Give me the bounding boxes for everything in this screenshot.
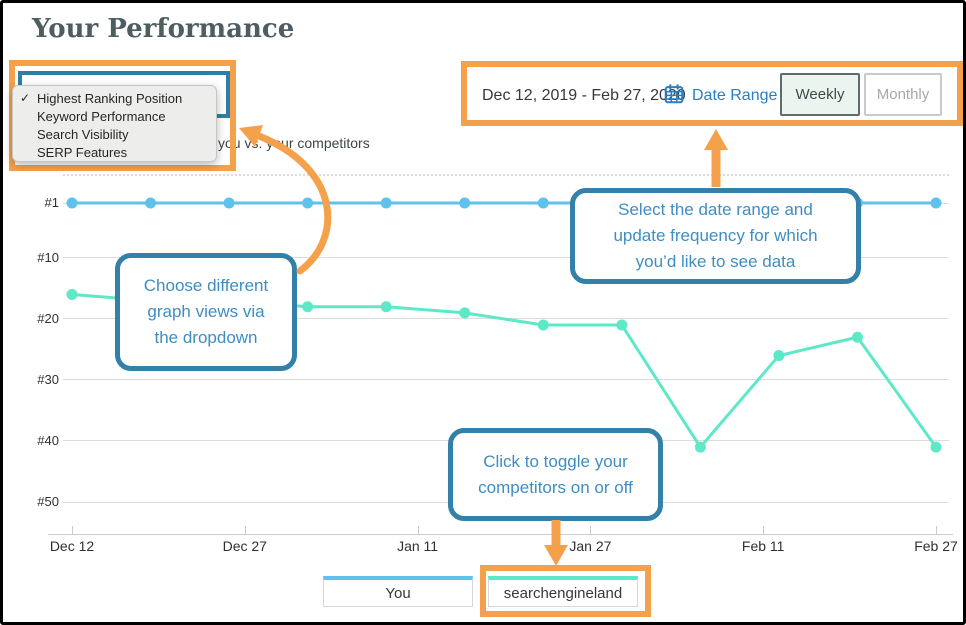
- calendar-icon[interactable]: [663, 83, 685, 105]
- callout-line: the dropdown: [154, 328, 258, 347]
- legend-label: searchengineland: [503, 584, 623, 602]
- legend-item-searchengineland[interactable]: searchengineland: [488, 576, 638, 607]
- date-range-link[interactable]: Date Range: [692, 87, 778, 104]
- menu-item-search-visibility[interactable]: Search Visibility: [13, 125, 216, 143]
- callout-legend-tip: Click to toggle your competitors on or o…: [448, 428, 663, 521]
- graph-view-menu: ✓ Highest Ranking Position Keyword Perfo…: [12, 85, 217, 162]
- chart-subtitle: you vs. your competitors: [218, 135, 370, 151]
- page-title: Your Performance: [32, 14, 295, 44]
- data-point: [694, 441, 706, 453]
- x-axis-label: Jan 11: [397, 538, 439, 554]
- data-point: [459, 307, 471, 319]
- x-axis-tick: [72, 526, 73, 534]
- y-axis-label: #40: [37, 432, 59, 448]
- x-axis-tick: [590, 526, 592, 534]
- menu-item-highest-ranking-position[interactable]: ✓ Highest Ranking Position: [13, 89, 216, 107]
- x-axis-label: Feb 11: [741, 538, 785, 554]
- y-axis-label: #30: [37, 371, 59, 387]
- callout-line: Choose different: [143, 276, 269, 295]
- data-point: [537, 319, 549, 331]
- callout-line: graph views via: [147, 302, 265, 321]
- monthly-button[interactable]: Monthly: [864, 73, 942, 116]
- callout-dropdown-tip: Choose different graph views via the dro…: [115, 253, 297, 371]
- date-range-value: Dec 12, 2019 - Feb 27, 2020: [482, 87, 686, 104]
- x-axis-label: Feb 27: [914, 538, 958, 554]
- legend-highlight-box: [480, 565, 651, 617]
- y-axis-label: #10: [37, 249, 59, 265]
- y-gridline: [63, 257, 949, 259]
- checkmark-icon: ✓: [19, 91, 31, 105]
- legend-label: You: [385, 584, 411, 602]
- menu-item-label: Keyword Performance: [37, 108, 166, 124]
- x-axis-line: [48, 534, 953, 535]
- menu-item-label: Highest Ranking Position: [37, 90, 183, 106]
- data-point: [851, 331, 863, 343]
- callout-line: you’d like to see data: [635, 252, 796, 271]
- menu-item-keyword-performance[interactable]: Keyword Performance: [13, 107, 216, 125]
- x-axis-tick: [244, 526, 246, 534]
- callout-line: competitors on or off: [478, 477, 633, 497]
- callout-line: update frequency for which: [613, 226, 818, 245]
- menu-item-label: Search Visibility: [37, 126, 129, 142]
- data-point: [380, 301, 392, 313]
- y-axis-label: #20: [37, 310, 59, 326]
- callout-line: Click to toggle your: [483, 451, 628, 471]
- data-point: [302, 301, 314, 313]
- callout-date-tip: Select the date range and update frequen…: [570, 188, 861, 284]
- up-arrow-head-icon: [704, 129, 728, 150]
- curved-arrow: [255, 132, 332, 275]
- data-point: [773, 350, 785, 362]
- x-axis-tick: [417, 526, 419, 534]
- x-axis-label: Dec 12: [49, 538, 95, 554]
- data-point: [66, 289, 78, 301]
- x-axis-label: Dec 27: [222, 538, 267, 554]
- chart-top-dotted-line: [63, 174, 949, 176]
- x-axis-tick: [763, 526, 765, 534]
- menu-item-label: SERP Features: [37, 144, 128, 160]
- x-axis-tick: [936, 526, 937, 534]
- y-gridline: [63, 379, 949, 381]
- y-axis-label: #50: [37, 494, 59, 509]
- callout-line: Select the date range and: [618, 200, 813, 219]
- weekly-button[interactable]: Weekly: [780, 73, 860, 116]
- y-axis-label: #1: [44, 195, 59, 210]
- data-point: [616, 319, 628, 331]
- legend-item-you[interactable]: You: [323, 576, 473, 607]
- menu-item-serp-features[interactable]: SERP Features: [13, 143, 216, 161]
- data-point: [930, 441, 942, 453]
- x-axis-label: Jan 27: [569, 538, 612, 554]
